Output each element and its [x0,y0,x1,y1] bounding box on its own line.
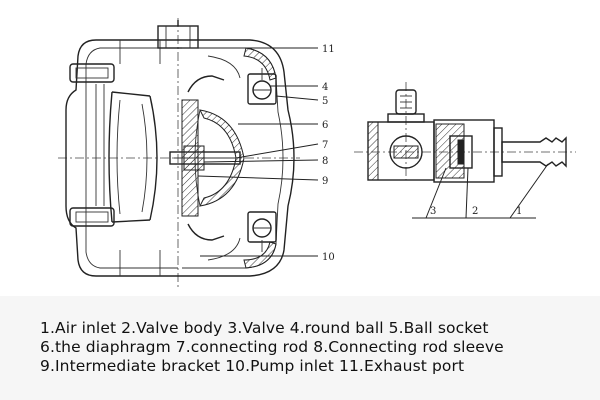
parts-legend: 1.Air inlet 2.Valve body 3.Valve 4.round… [0,296,600,400]
legend-line: 1.Air inlet 2.Valve body 3.Valve 4.round… [40,319,489,337]
callout-5: 5 [322,96,328,107]
main-pump-view: 11 4 5 6 7 8 9 10 [58,18,335,290]
detail-callout-1: 1 [516,206,522,217]
left-exterior-half [65,39,178,277]
callout-8: 8 [322,156,328,167]
legend-line: 9.Intermediate bracket 10.Pump inlet 11.… [40,357,465,375]
callout-4: 4 [322,82,328,93]
legend-line: 6.the diaphragm 7.connecting rod 8.Conne… [40,338,504,356]
callout-7: 7 [322,140,328,151]
main-leader-lines [197,47,319,257]
pump-cross-section-drawing: 11 4 5 6 7 8 9 10 [58,18,576,290]
detail-callout-2: 2 [472,206,478,217]
right-section-half [169,39,295,277]
callout-10: 10 [322,252,335,263]
exhaust-port-block [157,20,199,49]
air-valve-detail-view: 3 2 1 [354,82,576,219]
detail-callout-3: 3 [430,206,436,217]
callout-6: 6 [322,120,328,131]
callout-9: 9 [322,176,328,187]
callout-11: 11 [322,44,335,55]
